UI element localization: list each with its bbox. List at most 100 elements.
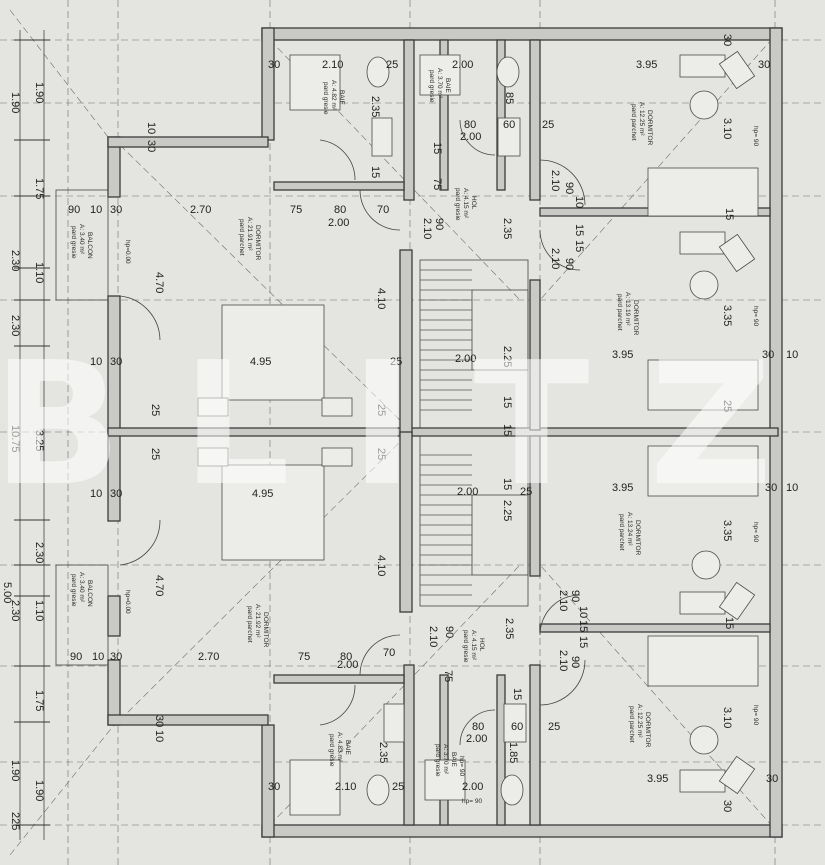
dimension-label: pard parchet xyxy=(246,606,253,643)
dimension-label: BAIE xyxy=(450,752,457,767)
dim-left: 1.90 xyxy=(9,760,21,781)
room-label-baie-top-small: BAIE A: 3.70 m² pard gresie xyxy=(428,68,451,103)
dim-left: 3.25 xyxy=(33,430,45,451)
sill-height-labels: hp=0.00 hp=0.00 hp= 90 hp= 90 hp= 90 hp=… xyxy=(124,126,759,805)
dim-left: 1.75 xyxy=(33,690,45,711)
dimension-label: 4.10 xyxy=(375,288,387,309)
dimension-label: 25 xyxy=(548,721,560,733)
dimension-label: A: 12.25 m² xyxy=(636,704,643,738)
dimension-label: 10 xyxy=(573,196,585,208)
dimension-label: pard gresie xyxy=(322,82,329,115)
dimension-label: 3.95 xyxy=(636,59,657,71)
dimension-label: 30 xyxy=(268,59,280,71)
dimension-label: 2.10 xyxy=(557,650,569,671)
dimension-label: 2.70 xyxy=(190,204,211,216)
dimension-label: 25 xyxy=(721,400,733,412)
dimension-label: 10 xyxy=(90,204,102,216)
dimension-label: 30 xyxy=(766,773,778,785)
dim-left: 2.30 xyxy=(33,542,45,563)
dimension-label: BAIE xyxy=(444,78,451,93)
dimension-label: 25 xyxy=(520,486,532,498)
dimension-label: A: 21.92 m² xyxy=(254,604,261,638)
dimension-label: 30 xyxy=(762,349,774,361)
dimension-label: 10 xyxy=(90,356,102,368)
dimension-label: 2.10 xyxy=(549,170,561,191)
dimension-label: 30 xyxy=(110,651,122,663)
dimension-label: 10 xyxy=(786,349,798,361)
dimension-label: DORMITOR xyxy=(644,712,651,748)
dimension-label: 2.00 xyxy=(460,131,481,143)
dimension-label: 15 xyxy=(573,224,585,236)
dimension-label: A: 3.40 m² xyxy=(78,224,85,255)
dimension-label: 3.95 xyxy=(647,773,668,785)
dimension-label: DORMITOR xyxy=(254,225,261,261)
dim-left: 1.75 xyxy=(33,178,45,199)
dimension-label: A: 4.15 m² xyxy=(462,188,469,219)
dimension-label: 4.95 xyxy=(252,488,273,500)
dimension-label: BAIE xyxy=(338,90,345,105)
staircases xyxy=(419,259,529,607)
room-label-dorm-bottom-right-2: DORMITOR A: 12.25 m² pard parchet xyxy=(628,704,651,748)
dimension-label: 25 xyxy=(375,404,387,416)
dimension-label: 10 xyxy=(786,482,798,494)
dimension-label: 80 xyxy=(340,651,352,663)
dimension-label: 3.10 xyxy=(721,118,733,139)
dimension-label: 30 xyxy=(765,482,777,494)
room-label-dorm-top-left: DORMITOR A: 21.91 m² pard parchet xyxy=(238,217,261,261)
dimension-label: 3.95 xyxy=(612,482,633,494)
dimension-label: 75 xyxy=(442,670,454,682)
dimension-label: 15 xyxy=(723,208,735,220)
dimension-label: pard parchet xyxy=(628,706,635,743)
dimension-label: 10 xyxy=(145,122,157,134)
dimension-label: 90 xyxy=(569,590,581,602)
left-dimension-chain xyxy=(14,30,50,840)
dimension-label: DORMITOR xyxy=(632,300,639,336)
dimension-label: A: 12.25 m² xyxy=(638,102,645,136)
balconies xyxy=(55,189,109,666)
dimension-label: 30 xyxy=(721,800,733,812)
dimension-label: 2.10 xyxy=(427,626,439,647)
dimension-label: A: 4.15 m² xyxy=(470,630,477,661)
dimension-label: 10 xyxy=(92,651,104,663)
dimension-label: 15 xyxy=(369,166,381,178)
dimension-label: 25 xyxy=(542,119,554,131)
dimension-label: 90 xyxy=(443,626,455,638)
dimension-label: hp= 90 xyxy=(752,705,759,725)
dimension-label: 25 xyxy=(149,448,161,460)
dimension-label: pard parchet xyxy=(238,219,245,256)
room-label-hol-top: HOL A: 4.15 m² pard gresie xyxy=(454,188,477,221)
dimension-label: 4.95 xyxy=(250,356,271,368)
dimension-label: 75 xyxy=(298,651,310,663)
dim-left: 10.75 xyxy=(9,425,21,453)
dimension-label: pard parchet xyxy=(630,104,637,141)
dim-left: 2.30 xyxy=(9,600,21,621)
dimension-label: 25 xyxy=(375,448,387,460)
dimension-label: 4.10 xyxy=(375,555,387,576)
dim-left: 1.90 xyxy=(33,82,45,103)
dimension-label: 90 xyxy=(433,218,445,230)
dimension-label: 2.10 xyxy=(421,218,433,239)
dimension-label: 2.10 xyxy=(335,781,356,793)
dimension-label: 75 xyxy=(290,204,302,216)
dimension-label: 15 xyxy=(431,142,443,154)
dimension-label: pard parchet xyxy=(618,514,625,551)
dim-left: 225 xyxy=(9,812,21,830)
dimension-label: 25 xyxy=(386,59,398,71)
dimension-label: A: 13.19 m² xyxy=(624,292,631,326)
dimension-label: BALCON xyxy=(86,580,93,607)
dimension-label: 2.35 xyxy=(503,618,515,639)
dimension-label: pard gresie xyxy=(434,744,441,777)
dimension-label: 2.10 xyxy=(557,590,569,611)
dimension-label: 2.35 xyxy=(501,218,513,239)
dimension-label: 60 xyxy=(511,721,523,733)
dimension-label: 2.00 xyxy=(452,59,473,71)
dimension-label: 2.10 xyxy=(549,248,561,269)
dimension-label: 80 xyxy=(472,721,484,733)
dimension-label: A: 4.82 m² xyxy=(330,80,337,111)
room-label-dorm-bottom-left: DORMITOR A: 21.92 m² pard parchet xyxy=(246,604,269,648)
dimension-label: 30 xyxy=(153,715,165,727)
dimension-label: 30 xyxy=(145,140,157,152)
dimension-label: 4.70 xyxy=(153,272,165,293)
dimension-label: 10 xyxy=(90,488,102,500)
dimension-label: 3.35 xyxy=(721,520,733,541)
